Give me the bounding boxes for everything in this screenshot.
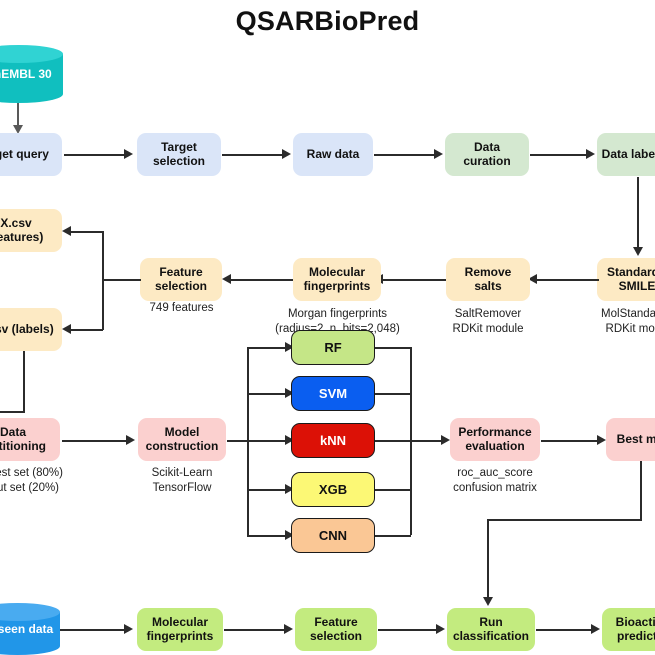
model-rf[interactable]: RF bbox=[291, 330, 375, 365]
node-y-csv[interactable]: Y.csv (labels) bbox=[0, 308, 62, 351]
connector-fingerprints-to-feature-selection bbox=[230, 279, 293, 281]
connector-infer-fingerprints-to-featsel bbox=[224, 629, 286, 631]
arrowhead-data-labeling bbox=[586, 149, 595, 159]
connector-data-curation-to-data-labeling bbox=[530, 154, 588, 156]
node-best-model[interactable]: Best model bbox=[606, 418, 655, 461]
connector-xgb-to-bus bbox=[375, 489, 411, 491]
connector-chembl-to-target-query bbox=[17, 103, 19, 127]
arrowhead-run-classification bbox=[436, 624, 445, 634]
arrowhead-model-cnn bbox=[285, 530, 294, 540]
database-unseen-label: Unseen data bbox=[0, 622, 54, 636]
model-knn[interactable]: kNN bbox=[291, 423, 375, 458]
arrowhead-raw-data bbox=[282, 149, 291, 159]
connector-split-to-xcsv bbox=[70, 231, 103, 233]
model-cnn[interactable]: CNN bbox=[291, 518, 375, 553]
arrowhead-remove-salts bbox=[528, 274, 537, 284]
connector-split-vertical bbox=[102, 231, 104, 330]
connector-standardize-to-remove-salts bbox=[537, 279, 599, 281]
arrowhead-infer-fingerprints bbox=[124, 624, 133, 634]
connector-ycsv-down bbox=[23, 351, 25, 412]
node-molecular-fingerprints[interactable]: Molecular fingerprints bbox=[293, 258, 381, 301]
connector-cnn-to-bus bbox=[375, 535, 411, 537]
node-standardize-smiles[interactable]: Standardize SMILES bbox=[597, 258, 655, 301]
node-x-csv[interactable]: X.csv (features) bbox=[0, 209, 62, 252]
connector-partitioning-to-model-construction bbox=[62, 440, 128, 442]
arrowhead-best-model bbox=[597, 435, 606, 445]
arrowhead-model-svm bbox=[285, 388, 294, 398]
database-chembl: ChEMBL 30 bbox=[0, 45, 63, 103]
database-unseen-data: Unseen data bbox=[0, 603, 60, 655]
connector-bestmodel-to-run-classification bbox=[487, 519, 489, 599]
arrowhead-chembl-to-target-query bbox=[13, 125, 23, 134]
connector-performance-to-best-model bbox=[541, 440, 599, 442]
connector-unseen-to-fingerprints bbox=[60, 629, 126, 631]
connector-bus-to-rf bbox=[247, 347, 289, 349]
connector-bus-to-svm bbox=[247, 393, 289, 395]
connector-knn-to-bus bbox=[375, 440, 411, 442]
connector-split-to-ycsv bbox=[70, 329, 103, 331]
cylinder-top-unseen bbox=[0, 603, 60, 621]
node-run-classification[interactable]: Run classification bbox=[447, 608, 535, 651]
model-xgb[interactable]: XGB bbox=[291, 472, 375, 507]
node-target-query[interactable]: Target query bbox=[0, 133, 62, 176]
connector-data-labeling-to-standardize bbox=[637, 177, 639, 249]
connector-infer-featsel-to-run bbox=[378, 629, 438, 631]
connector-target-query-to-target-selection bbox=[64, 154, 126, 156]
page-title: QSARBioPred bbox=[235, 6, 420, 36]
node-remove-salts[interactable]: Remove salts bbox=[446, 258, 530, 301]
arrowhead-standardize-smiles bbox=[633, 247, 643, 256]
connector-bestmodel-left bbox=[487, 519, 642, 521]
node-target-selection[interactable]: Target selection bbox=[137, 133, 221, 176]
arrowhead-performance-evaluation bbox=[441, 435, 450, 445]
node-performance-evaluation[interactable]: Performance evaluation bbox=[450, 418, 540, 461]
connector-bus-to-knn bbox=[247, 440, 289, 442]
node-feature-selection[interactable]: Feature selection bbox=[140, 258, 222, 301]
connector-target-selection-to-raw-data bbox=[222, 154, 284, 156]
arrowhead-data-curation bbox=[434, 149, 443, 159]
arrowhead-model-rf bbox=[285, 342, 294, 352]
arrowhead-model-construction bbox=[126, 435, 135, 445]
arrowhead-model-knn bbox=[285, 435, 294, 445]
arrowhead-x-csv bbox=[62, 226, 71, 236]
connector-bus-to-cnn bbox=[247, 535, 289, 537]
connector-svm-to-bus bbox=[375, 393, 411, 395]
connector-rf-to-bus bbox=[375, 347, 411, 349]
node-raw-data[interactable]: Raw data bbox=[293, 133, 373, 176]
database-chembl-label: ChEMBL 30 bbox=[0, 67, 52, 81]
node-data-curation[interactable]: Data curation bbox=[445, 133, 529, 176]
connector-remove-salts-to-fingerprints bbox=[382, 279, 446, 281]
arrowhead-y-csv bbox=[62, 324, 71, 334]
caption-model-construction: Scikit-Learn TensorFlow bbox=[151, 467, 213, 494]
arrowhead-target-selection bbox=[124, 149, 133, 159]
arrowhead-model-xgb bbox=[285, 484, 294, 494]
caption-feature-selection: 749 features bbox=[149, 302, 214, 314]
node-bioactivity-prediction[interactable]: Bioactivity prediction bbox=[602, 608, 655, 651]
node-data-labeling[interactable]: Data labeling bbox=[597, 133, 655, 176]
caption-standardize-smiles: MolStandardize RDKit module bbox=[601, 308, 655, 335]
connector-featsel-to-split bbox=[102, 279, 141, 281]
node-data-partitioning[interactable]: Data partitioning bbox=[0, 418, 60, 461]
node-infer-feature-selection[interactable]: Feature selection bbox=[295, 608, 377, 651]
arrowhead-run-classification-top bbox=[483, 597, 493, 606]
caption-remove-salts: SaltRemover RDKit module bbox=[452, 308, 524, 335]
connector-ycsv-left bbox=[0, 411, 25, 413]
arrowhead-infer-feature-selection bbox=[284, 624, 293, 634]
arrowhead-bioactivity-prediction bbox=[591, 624, 600, 634]
cylinder-top bbox=[0, 45, 63, 63]
node-infer-molecular-fingerprints[interactable]: Molecular fingerprints bbox=[137, 608, 223, 651]
caption-data-partitioning: Train/test set (80%) Holdout set (20%) bbox=[0, 467, 63, 494]
caption-performance-evaluation: roc_auc_score confusion matrix bbox=[453, 467, 537, 494]
model-svm[interactable]: SVM bbox=[291, 376, 375, 411]
connector-construction-to-bus bbox=[227, 440, 248, 442]
connector-bus-to-performance bbox=[410, 440, 443, 442]
connector-bestmodel-down bbox=[640, 461, 642, 520]
connector-run-to-bioactivity bbox=[536, 629, 593, 631]
arrowhead-feature-selection bbox=[222, 274, 231, 284]
node-model-construction[interactable]: Model construction bbox=[138, 418, 226, 461]
connector-bus-to-xgb bbox=[247, 489, 289, 491]
connector-raw-data-to-data-curation bbox=[374, 154, 436, 156]
